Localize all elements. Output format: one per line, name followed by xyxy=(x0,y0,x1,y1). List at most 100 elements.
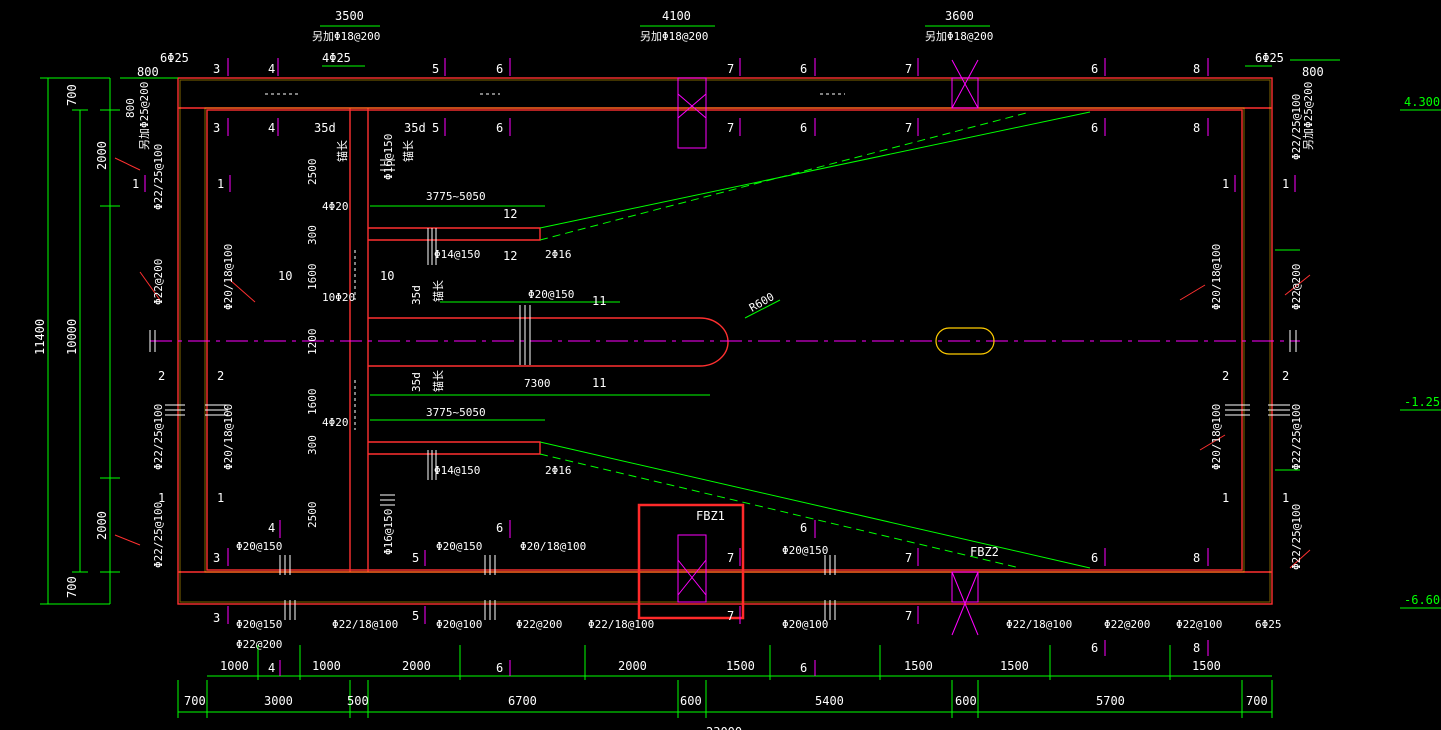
sec-7-bot2: 7 xyxy=(727,609,734,623)
sec-1-right-a: 1 xyxy=(1222,177,1229,191)
lbl-35d-b: 35d xyxy=(404,121,426,135)
elev-neg6600: -6.600 xyxy=(1404,593,1441,607)
lbl-r12-c: Φ22/18@100 xyxy=(1006,618,1072,631)
sec-8-bot3: 8 xyxy=(1193,641,1200,655)
sec-5-bot2: 5 xyxy=(412,609,419,623)
lbl-1600-b: 1600 xyxy=(306,389,319,416)
dim-11400: 11400 xyxy=(33,319,47,355)
top-dim-1: 3500 xyxy=(335,9,364,23)
openings xyxy=(677,59,979,636)
bottom-dimensions xyxy=(177,645,1273,718)
lbl-1600-a: 1600 xyxy=(306,264,319,291)
lbl-r4-right-b: Φ20/18@100 xyxy=(1210,404,1223,470)
lbl-r9-a: 2Φ16 xyxy=(545,248,572,261)
lbl-r13-b: Φ20@100 xyxy=(782,618,828,631)
top-dim-3: 3600 xyxy=(945,9,974,23)
bdim2-7: 5700 xyxy=(1096,694,1125,708)
tag-fbz2[interactable]: FBZ2 xyxy=(970,545,999,559)
corner-right-label: 6Φ25 xyxy=(1255,51,1284,65)
lbl-len1-a: 3775~5050 xyxy=(426,190,486,203)
lbl-35d-d: 35d xyxy=(410,372,423,392)
leader-lines xyxy=(114,157,1311,569)
lbl-r6-a: 4Φ20 xyxy=(322,200,349,213)
lbl-r12-b: Φ22/18@100 xyxy=(588,618,654,631)
sec-1-left-c: 1 xyxy=(158,491,165,505)
sec-1-left-a: 1 xyxy=(132,177,139,191)
lbl-r10-d: Φ20@150 xyxy=(782,544,828,557)
lbl-r12-a: Φ22/18@100 xyxy=(332,618,398,631)
sec-3-bot: 3 xyxy=(213,551,220,565)
sec-7b-bot: 7 xyxy=(905,551,912,565)
mid-label: 4Φ25 xyxy=(322,51,351,65)
dim-2000-bot: 2000 xyxy=(95,511,109,540)
lbl-2500-top: 2500 xyxy=(306,159,319,186)
lbl-r4-left-a: Φ20/18@100 xyxy=(222,244,235,310)
lbl-r10-c: Φ20@150 xyxy=(436,540,482,553)
sec-7b-top: 7 xyxy=(905,62,912,76)
sec-12-a: 12 xyxy=(503,207,517,221)
tag-fbz1[interactable]: FBZ1 xyxy=(696,509,725,523)
bdim1-2: 2000 xyxy=(402,659,431,673)
sec-1-left-d: 1 xyxy=(217,491,224,505)
sec-1-right-c: 1 xyxy=(1222,491,1229,505)
sec-7-r2: 7 xyxy=(727,121,734,135)
lbl-len1-b: 3775~5050 xyxy=(426,406,486,419)
lbl-r10-a: Φ20@150 xyxy=(528,288,574,301)
lbl-1200: 1200 xyxy=(306,329,319,356)
lbl-7300: 7300 xyxy=(524,377,551,390)
lbl-r2-left-c: Φ22/25@100 xyxy=(152,502,165,568)
top-dim-2: 4100 xyxy=(662,9,691,23)
lbl-300-a: 300 xyxy=(306,225,319,245)
section-ticks xyxy=(144,58,1296,676)
lbl-r2-right-c: Φ22/25@100 xyxy=(1290,504,1303,570)
sec-6c-bot: 6 xyxy=(1091,551,1098,565)
bdim2-5: 5400 xyxy=(815,694,844,708)
sec-2-right-b: 2 xyxy=(1282,369,1289,383)
lbl-anchor-b: 锚长 xyxy=(401,140,415,162)
lbl-r13-a: Φ20@100 xyxy=(436,618,482,631)
bdim1-6: 1500 xyxy=(1000,659,1029,673)
bdim1-3: 2000 xyxy=(618,659,647,673)
lbl-6phi25-bot: 6Φ25 xyxy=(1255,618,1282,631)
lbl-r10-e: Φ20@150 xyxy=(236,618,282,631)
lbl-r9-b: 2Φ16 xyxy=(545,464,572,477)
dim-2000-top: 2000 xyxy=(95,141,109,170)
side-left-label: 800 xyxy=(137,65,159,79)
bdim2-1: 3000 xyxy=(264,694,293,708)
sec-6-bot3: 6 xyxy=(1091,641,1098,655)
lbl-r2-left-a: Φ22/25@100 xyxy=(152,144,165,210)
sec-2-left-a: 2 xyxy=(158,369,165,383)
sec-6-bot4: 6 xyxy=(496,661,503,675)
sec-3-r2: 3 xyxy=(213,121,220,135)
lbl-r3-right: Φ22@200 xyxy=(1290,264,1303,310)
fbz1-highlight[interactable] xyxy=(637,503,745,620)
sec-4-bot3: 4 xyxy=(268,661,275,675)
bdim2-2: 500 xyxy=(347,694,369,708)
sec-1-left-b: 1 xyxy=(217,177,224,191)
lbl-r3-left: Φ22@200 xyxy=(152,259,165,305)
bdim2-6: 600 xyxy=(955,694,977,708)
sec-6b-top: 6 xyxy=(800,62,807,76)
lbl-r4-left-b: Φ20/18@100 xyxy=(222,404,235,470)
lbl-r6-b: 4Φ20 xyxy=(322,416,349,429)
lbl-r10-b: Φ20@150 xyxy=(236,540,282,553)
sec-10-b: 10 xyxy=(380,269,394,283)
elev-4300: 4.300 xyxy=(1404,95,1440,109)
sec-7b-r2: 7 xyxy=(905,121,912,135)
lbl-anchor-d: 锚长 xyxy=(431,370,445,392)
sec-7-top: 7 xyxy=(727,62,734,76)
lbl-r1-right: 另加Φ25@200 xyxy=(1302,82,1315,150)
lbl-r2-left-b: Φ22/25@100 xyxy=(152,404,165,470)
lbl-r4-right-a: Φ20/18@100 xyxy=(1210,244,1223,310)
sec-11-a: 11 xyxy=(592,294,606,308)
bdim-total: 23000 xyxy=(706,725,742,730)
sec-4-r2: 4 xyxy=(268,121,275,135)
lbl-r2-right-a: Φ22/25@100 xyxy=(1290,94,1303,160)
sec-6b-r2: 6 xyxy=(800,121,807,135)
lbl-r8-b: Φ14@150 xyxy=(434,464,480,477)
sec-8-bot: 8 xyxy=(1193,551,1200,565)
bdim1-0: 1000 xyxy=(220,659,249,673)
sec-5-top: 5 xyxy=(432,62,439,76)
sec-11-b: 11 xyxy=(592,376,606,390)
